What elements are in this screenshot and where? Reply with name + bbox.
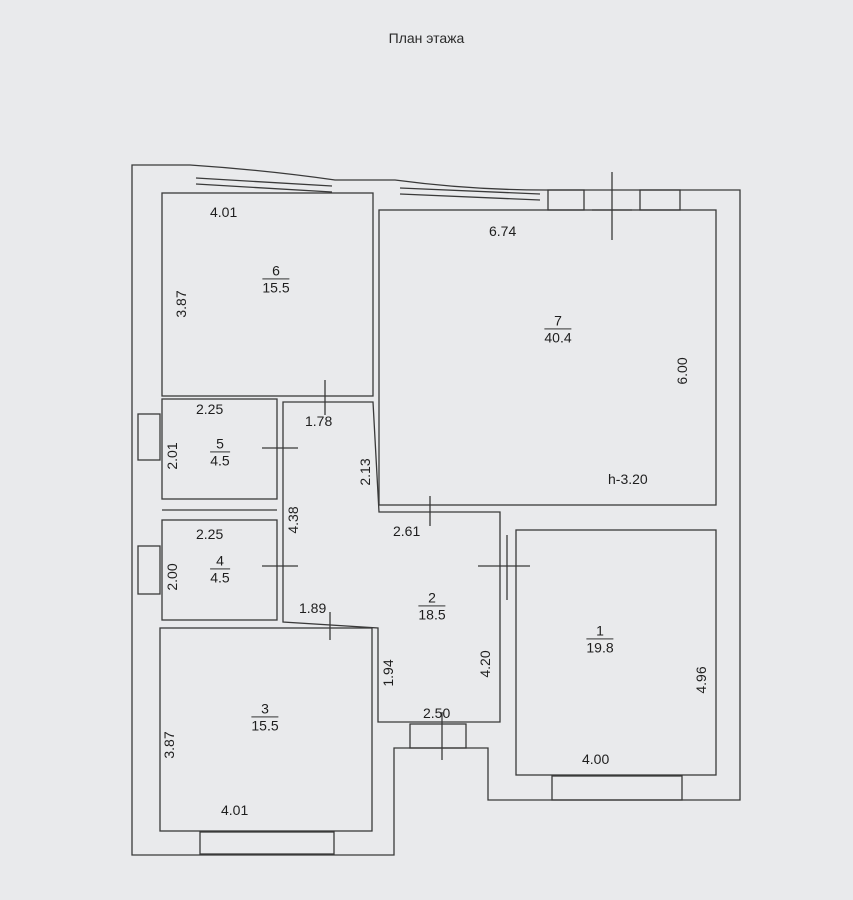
- room-3-length: 3.87: [161, 731, 177, 759]
- room-1-number: 1: [586, 622, 614, 640]
- outer-wall: [131, 164, 741, 856]
- room-4-number: 4: [210, 552, 230, 570]
- room-5-length: 2.01: [164, 442, 180, 470]
- room-7-length: 6.00: [674, 357, 690, 385]
- room-1-tag: 1 19.8: [586, 622, 614, 656]
- room-6-outline: [161, 192, 374, 397]
- room-3-outline: [159, 627, 373, 832]
- room-2-bottom-width: 2.50: [423, 705, 451, 721]
- plan-title: План этажа: [388, 30, 465, 46]
- ceiling-height: h-3.20: [608, 471, 648, 487]
- room-2-tag: 2 18.5: [418, 589, 446, 623]
- room-5-width: 2.25: [196, 401, 224, 417]
- room-2-upper-width: 1.78: [305, 413, 333, 429]
- room-2-right-length: 4.20: [477, 650, 493, 678]
- room-1-outline: [515, 529, 717, 776]
- room-7-outline: [378, 209, 717, 506]
- room-6-width: 4.01: [210, 204, 238, 220]
- room-3-area: 15.5: [251, 717, 279, 734]
- room-6-length: 3.87: [173, 290, 189, 318]
- room-5-area: 4.5: [210, 452, 230, 469]
- room-2-notch-width: 1.89: [299, 600, 327, 616]
- room-2-outline: [282, 401, 501, 723]
- room-2-number: 2: [418, 589, 446, 607]
- room-1-length: 4.96: [693, 666, 709, 694]
- room-4-length: 2.00: [164, 563, 180, 591]
- room-3-tag: 3 15.5: [251, 700, 279, 734]
- room-2-left-length: 4.38: [285, 506, 301, 534]
- room-4-area: 4.5: [210, 569, 230, 586]
- room-7-area: 40.4: [544, 329, 572, 346]
- room-3-width: 4.01: [221, 802, 249, 818]
- room-4-outline: [161, 519, 278, 621]
- room-7-number: 7: [544, 312, 572, 330]
- room-5-tag: 5 4.5: [210, 435, 230, 469]
- room-1-width: 4.00: [582, 751, 610, 767]
- room-7-tag: 7 40.4: [544, 312, 572, 346]
- room-2-notch-height: 1.94: [380, 659, 396, 687]
- room-4-width: 2.25: [196, 526, 224, 542]
- room-6-number: 6: [262, 262, 290, 280]
- room-7-width: 6.74: [489, 223, 517, 239]
- room-3-number: 3: [251, 700, 279, 718]
- room-6-tag: 6 15.5: [262, 262, 290, 296]
- room-5-outline: [161, 398, 278, 500]
- room-6-area: 15.5: [262, 279, 290, 296]
- room-4-tag: 4 4.5: [210, 552, 230, 586]
- room-5-number: 5: [210, 435, 230, 453]
- room-2-top-width: 2.61: [393, 523, 421, 539]
- room-1-area: 19.8: [586, 639, 614, 656]
- room-2-upper-height: 2.13: [357, 458, 373, 486]
- room-2-area: 18.5: [418, 606, 446, 623]
